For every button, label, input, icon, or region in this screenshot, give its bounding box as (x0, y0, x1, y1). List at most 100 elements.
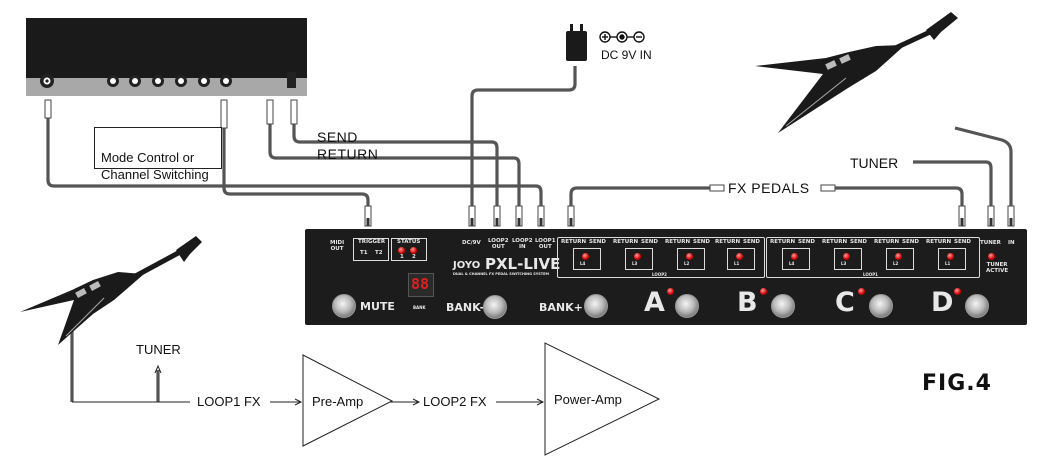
power-adapter (566, 24, 587, 61)
slot-id-label: L2 (684, 261, 690, 266)
loop2-group-label: LOOP2 (650, 272, 669, 277)
loop2-out-label: LOOP2 OUT (488, 238, 509, 250)
status-2-label: 2 (412, 254, 416, 260)
slot-send-label: SEND (954, 239, 971, 245)
slot-frame (727, 248, 755, 270)
brand-logo: JOYO (453, 260, 481, 271)
tuner-jack-label: TUNER (980, 240, 1001, 246)
polarity-icon (599, 31, 645, 43)
figure-label: FIG.4 (922, 371, 992, 396)
slot-frame (573, 248, 601, 270)
power-amp-label: Power-Amp (554, 392, 622, 407)
pre-amp-triangle (302, 354, 394, 447)
slot-led (843, 253, 850, 260)
slot-send-label: SEND (693, 239, 710, 245)
slot-return-label: RETURN (926, 239, 952, 245)
slot-return-label: RETURN (874, 239, 900, 245)
bank-minus-footswitch[interactable] (483, 295, 507, 319)
dc9v-label: DC/9V (462, 240, 481, 246)
slot-id-label: L2 (893, 261, 899, 266)
footswitch-a[interactable] (675, 294, 699, 318)
slot-id-label: L1 (734, 261, 740, 266)
footswitch-a-label: A (644, 287, 665, 318)
footswitch-b-led (760, 288, 767, 295)
slot-id-label: L4 (580, 261, 586, 266)
pre-amp-label: Pre-Amp (312, 394, 364, 409)
bank-plus-label: BANK+ (539, 301, 583, 314)
slot-send-label: SEND (850, 239, 867, 245)
slot-id-label: L3 (841, 261, 847, 266)
slot-return-label: RETURN (822, 239, 848, 245)
footswitch-a-led (667, 288, 674, 295)
loop-slot: RETURN SEND L4 (561, 239, 607, 270)
bank-label: BANK (413, 305, 426, 310)
send-label: SEND (317, 129, 358, 145)
footswitch-c[interactable] (869, 294, 893, 318)
slot-id-label: L4 (789, 261, 795, 266)
mode-control-box: Mode Control or Channel Switching (94, 127, 222, 182)
status-box: STATUS 1 2 (391, 238, 427, 261)
loop-slot: RETURN SEND L2 (665, 239, 711, 270)
return-label: RETURN (317, 146, 379, 162)
mode-control-label: Mode Control or Channel Switching (101, 150, 209, 182)
bank-display-digits: 88 (411, 275, 430, 293)
slot-led (736, 253, 743, 260)
in-jack-label: IN (1008, 240, 1015, 246)
loop2-group (557, 237, 765, 278)
slot-send-label: SEND (902, 239, 919, 245)
footswitch-d-label: D (931, 287, 954, 318)
pedal-subtitle: DUAL & CHANNEL FX PEDAL SWITCHING SYSTEM (453, 272, 550, 276)
slot-led (895, 253, 902, 260)
slot-frame (677, 248, 705, 270)
status-1-label: 1 (400, 254, 404, 260)
model-name: PXL-LIVE (485, 255, 561, 273)
midi-out-label: MIDI OUT (330, 240, 345, 252)
tuner-active-label: TUNER ACTIVE (986, 262, 1009, 274)
loop-slot: RETURN SEND L3 (822, 239, 868, 270)
pxl-live-pedal: MIDI OUT TRIGGER T1 T2 STATUS 1 2 DC/9V … (305, 229, 1027, 325)
footswitch-d-led (954, 288, 961, 295)
slot-send-label: SEND (589, 239, 606, 245)
status-led-2 (410, 247, 417, 254)
loop-slot: RETURN SEND L1 (926, 239, 972, 270)
cables (46, 66, 1013, 402)
slot-led (634, 253, 641, 260)
slot-id-label: L1 (945, 261, 951, 266)
slot-return-label: RETURN (613, 239, 639, 245)
trigger-box: TRIGGER T1 T2 (353, 238, 389, 261)
slot-return-label: RETURN (665, 239, 691, 245)
tuner-bottom-label: TUNER (136, 342, 181, 357)
slot-return-label: RETURN (715, 239, 741, 245)
status-label: STATUS (397, 239, 421, 245)
slot-frame (625, 248, 653, 270)
slot-frame (834, 248, 862, 270)
slot-led (686, 253, 693, 260)
slot-send-label: SEND (641, 239, 658, 245)
loop1-group-label: LOOP1 (861, 272, 880, 277)
footswitch-d[interactable] (965, 294, 989, 318)
loop1-out-label: LOOP1 OUT (535, 238, 556, 250)
mute-footswitch[interactable] (332, 294, 356, 318)
footswitch-c-led (858, 288, 865, 295)
tuner-active-led (988, 253, 995, 260)
fx-pedals-label: FX PEDALS (728, 180, 810, 196)
slot-frame (938, 248, 966, 270)
loop1-group (766, 237, 980, 278)
slot-led (947, 253, 954, 260)
slot-send-label: SEND (743, 239, 760, 245)
slot-return-label: RETURN (770, 239, 796, 245)
loop-slot: RETURN SEND L1 (715, 239, 761, 270)
footswitch-b-label: B (737, 287, 758, 318)
power-amp-triangle (544, 342, 661, 456)
bank-plus-footswitch[interactable] (584, 294, 608, 318)
t1-label: T1 (360, 250, 368, 256)
signal-chain (72, 342, 661, 456)
loop-slot: RETURN SEND L4 (770, 239, 816, 270)
jack-plugs (44, 99, 1015, 227)
footswitch-b[interactable] (771, 294, 795, 318)
power-label: DC 9V IN (601, 48, 652, 62)
bank-minus-label: BANK- (446, 301, 485, 314)
loop1-fx-label: LOOP1 FX (197, 394, 261, 409)
loop-slot: RETURN SEND L2 (874, 239, 920, 270)
